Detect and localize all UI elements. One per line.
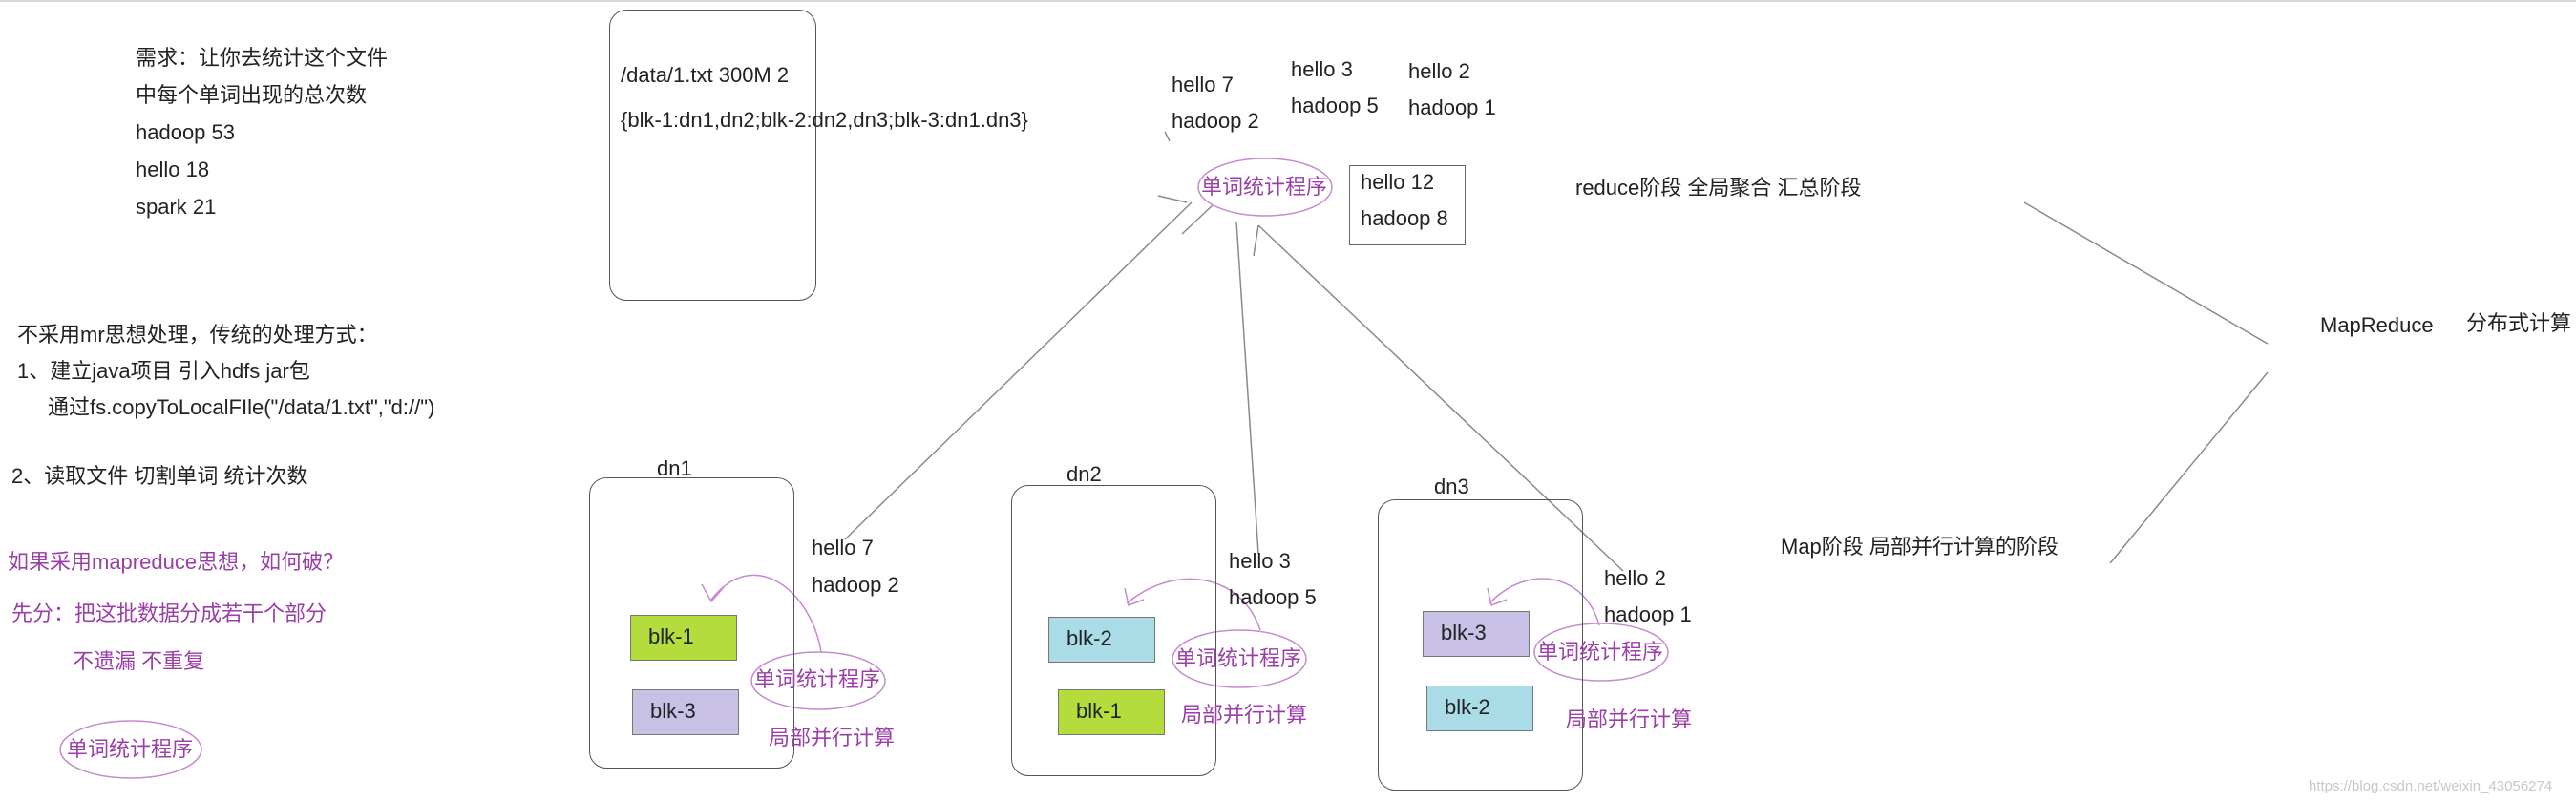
line-tick-2 xyxy=(1164,131,1171,142)
dn3-block-2: blk-2 xyxy=(1426,686,1533,731)
line-dn2-to-center xyxy=(1235,221,1259,555)
file-box xyxy=(609,10,816,301)
dn3-arrowhead xyxy=(1487,587,1508,607)
requirement-line-5: spark 21 xyxy=(136,195,217,219)
dn1-arrowhead xyxy=(701,583,725,603)
dn2-block-2: blk-1 xyxy=(1058,689,1165,735)
dn2-title: dn2 xyxy=(1066,462,1102,486)
line-dn3-to-center xyxy=(1257,224,1624,572)
traditional-line-4: 2、读取文件 切割单词 统计次数 xyxy=(11,464,308,488)
line-tick-1 xyxy=(1157,195,1188,203)
result-line-1: hello 12 xyxy=(1361,170,1435,194)
watermark: https://blog.csdn.net/weixin_43056274 xyxy=(2309,778,2553,794)
line-reduce-to-mr xyxy=(2023,201,2269,345)
dn3-program-ellipse xyxy=(1533,623,1669,682)
dn1-block-1: blk-1 xyxy=(630,615,737,661)
file-box-line-2: {blk-1:dn1,dn2;blk-2:dn2,dn3;blk-3:dn1.d… xyxy=(621,108,1028,132)
dn2-program-label: 单词统计程序 xyxy=(1175,646,1302,670)
dn2-count-1: hello 3 xyxy=(1229,549,1291,573)
requirement-line-3: hadoop 53 xyxy=(136,120,235,144)
dn1-title: dn1 xyxy=(657,456,692,480)
center-program-ellipse xyxy=(1197,158,1333,217)
dn3-box xyxy=(1378,499,1583,791)
dn3-count-1: hello 2 xyxy=(1604,566,1666,590)
requirement-line-4: hello 18 xyxy=(136,158,210,181)
dn3-program-label: 单词统计程序 xyxy=(1537,640,1664,664)
top-count-b2: hadoop 5 xyxy=(1291,94,1379,117)
distributed-label: 分布式计算 xyxy=(2466,311,2572,335)
dn1-local-label: 局部并行计算 xyxy=(769,726,896,749)
top-count-b1: hello 3 xyxy=(1291,57,1353,81)
dn2-count-2: hadoop 5 xyxy=(1229,585,1317,609)
mapreduce-label: MapReduce xyxy=(2320,313,2434,337)
map-stage-label: Map阶段 局部并行计算的阶段 xyxy=(1781,535,2059,559)
dn1-program-ellipse xyxy=(750,651,886,710)
dn1-loop-arrow xyxy=(710,574,822,653)
line-map-to-mr xyxy=(2109,371,2269,564)
result-box xyxy=(1349,165,1466,245)
result-line-2: hadoop 8 xyxy=(1361,206,1448,230)
dn2-loop-arrow xyxy=(1126,578,1261,631)
top-count-a2: hadoop 2 xyxy=(1172,109,1259,133)
dn3-local-label: 局部并行计算 xyxy=(1566,707,1693,731)
traditional-line-1: 不采用mr思想处理，传统的处理方式： xyxy=(17,323,378,347)
dn3-block-1: blk-3 xyxy=(1423,611,1530,657)
dn1-count-1: hello 7 xyxy=(812,536,874,559)
file-box-line-1: /data/1.txt 300M 2 xyxy=(621,63,790,87)
line-dn1-to-center xyxy=(844,201,1193,540)
top-count-c1: hello 2 xyxy=(1408,59,1470,83)
dn2-box xyxy=(1011,485,1216,776)
dn2-local-label: 局部并行计算 xyxy=(1181,703,1308,727)
reduce-stage-label: reduce阶段 全局聚合 汇总阶段 xyxy=(1575,176,1862,200)
traditional-line-2: 1、建立java项目 引入hdfs jar包 xyxy=(17,359,310,383)
idea-line-2: 先分：把这批数据分成若干个部分 xyxy=(11,602,327,625)
dn3-title: dn3 xyxy=(1434,475,1469,498)
dn1-count-2: hadoop 2 xyxy=(812,573,899,597)
idea-line-3: 不遗漏 不重复 xyxy=(73,649,205,673)
requirement-line-2: 中每个单词出现的总次数 xyxy=(136,83,368,107)
line-arrow-right xyxy=(1253,224,1259,257)
top-count-c2: hadoop 1 xyxy=(1408,95,1496,119)
dn2-program-ellipse xyxy=(1172,629,1307,688)
dn1-box xyxy=(589,477,794,769)
dn1-program-label: 单词统计程序 xyxy=(754,667,881,691)
traditional-line-3: 通过fs.copyToLocalFIle("/data/1.txt","d://… xyxy=(48,395,435,419)
requirement-line-1: 需求：让你去统计这个文件 xyxy=(136,46,389,70)
center-program-label: 单词统计程序 xyxy=(1201,175,1328,199)
top-border xyxy=(0,0,2576,2)
idea-program-ellipse xyxy=(59,720,202,779)
dn3-count-2: hadoop 1 xyxy=(1604,602,1692,626)
dn1-block-2: blk-3 xyxy=(632,689,739,735)
line-arrow-left xyxy=(1181,204,1214,235)
idea-line-1: 如果采用mapreduce思想，如何破？ xyxy=(8,550,345,574)
dn3-loop-arrow xyxy=(1489,578,1600,626)
dn2-block-1: blk-2 xyxy=(1048,617,1155,663)
idea-program-label: 单词统计程序 xyxy=(67,737,194,761)
dn2-arrowhead xyxy=(1124,587,1145,607)
top-count-a1: hello 7 xyxy=(1172,73,1234,96)
